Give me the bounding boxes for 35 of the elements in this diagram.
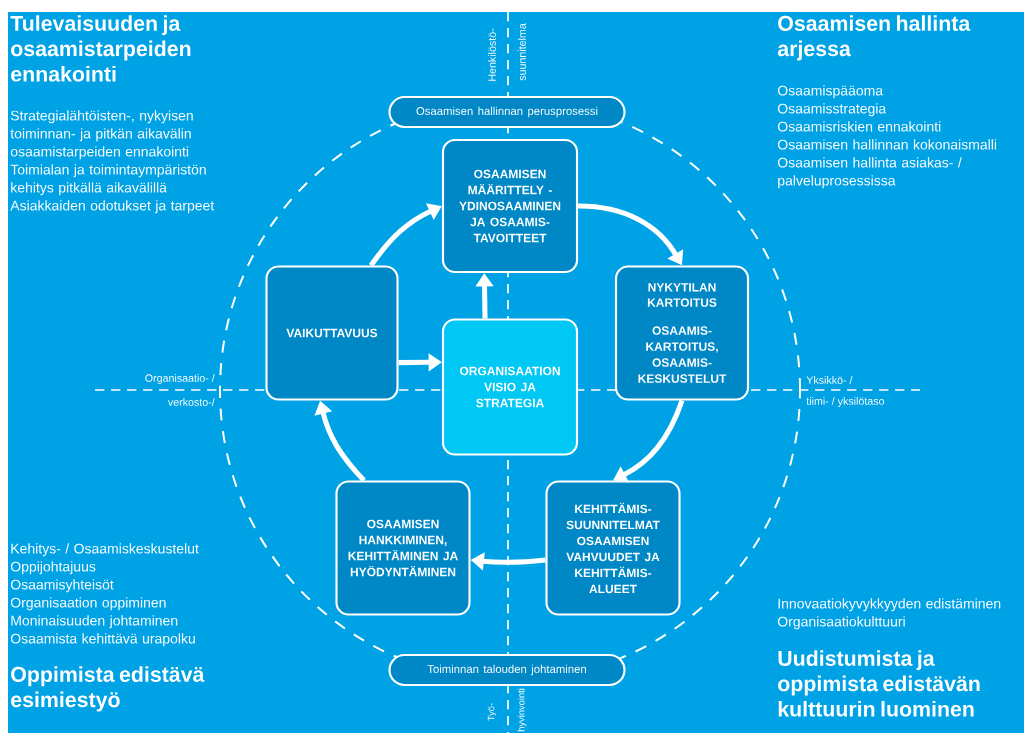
list-item: Osaamisyhteisöt — [10, 579, 114, 593]
axis-label: Työ- — [487, 703, 497, 721]
pill-box: Toiminnan talouden johtaminen — [388, 653, 626, 687]
list-item: Organisaation oppiminen — [10, 597, 166, 611]
process-box: NYKYTILAN KARTOITUS OSAAMIS- KARTOITUS, OSAAMIS- KESKUSTELUT — [614, 265, 750, 401]
list-item: Osaamisriskien ennakointi — [777, 121, 941, 132]
list-item: Organisaatiokulttuuri — [777, 616, 905, 630]
process-box: OSAAMISEN MÄÄRITTELY - YDINOSAAMINEN JA OSAAMIS- TAVOITTEET — [441, 138, 579, 274]
process-box: VAIKUTTAVUUS — [265, 265, 399, 401]
list-item: Osaamista kehittävä urapolku — [10, 633, 195, 647]
pill-box: Osaamisen hallinnan perusprosessi — [388, 95, 626, 129]
axis-label: verkosto-/ — [167, 398, 215, 406]
list-item: Osaamispääoma — [777, 85, 884, 99]
list-item: Toimialan ja toimintaympäristön kehitys pitkällä aikavälillä — [10, 164, 206, 196]
process-box: OSAAMISEN HANKKIMINEN, KEHITTÄMINEN JA HYÖDYNTÄMINEN — [335, 480, 471, 616]
list-item: Asiakkaiden odotukset ja tarpeet — [10, 200, 215, 214]
list-item: Osaamisen hallinnan kokonaismalli — [777, 139, 997, 150]
heading: Uudistumista ja oppimista edistävän kulttuurin luominen — [778, 650, 980, 717]
heading: Oppimista edistävä esimiestyö — [11, 666, 205, 712]
list-item: Osaamisen hallinta asiakas- / palveluprosessissa — [777, 157, 962, 189]
process-box: KEHITTÄMIS- SUUNNITELMAT OSAAMISEN VAHVUUDET JA KEHITTÄMIS- ALUEET — [545, 480, 681, 616]
heading: Osaamisen hallinta arjessa — [777, 15, 971, 61]
axis-label: tiimi- / yksilötaso — [806, 397, 885, 407]
list-item: Moninaisuuden johtaminen — [11, 615, 178, 629]
axis-label: Organisaatio- / — [145, 374, 215, 384]
axis-label: Henkilöstö- — [488, 28, 496, 81]
list-item: Osaamisstrategia — [777, 103, 887, 117]
list-item: Strategialähtöisten-, nykyisen toiminnan- ja pitkän aikavälin osaamistarpeiden ennakointi — [10, 110, 193, 160]
strategy-box: ORGANISAATION VISIO JA STRATEGIA — [441, 318, 579, 456]
list-item: Oppijohtajuus — [10, 561, 96, 575]
list-item: Kehitys- / Osaamiskeskustelut — [11, 543, 199, 557]
heading: Tulevaisuuden ja osaamistarpeiden ennakointi — [10, 15, 191, 82]
axis-label: suunnitelma — [518, 23, 526, 81]
axis-label: Yksikkö- / — [806, 376, 853, 384]
list-item: Innovaatiokyvykkyyden edistäminen — [778, 598, 1001, 612]
